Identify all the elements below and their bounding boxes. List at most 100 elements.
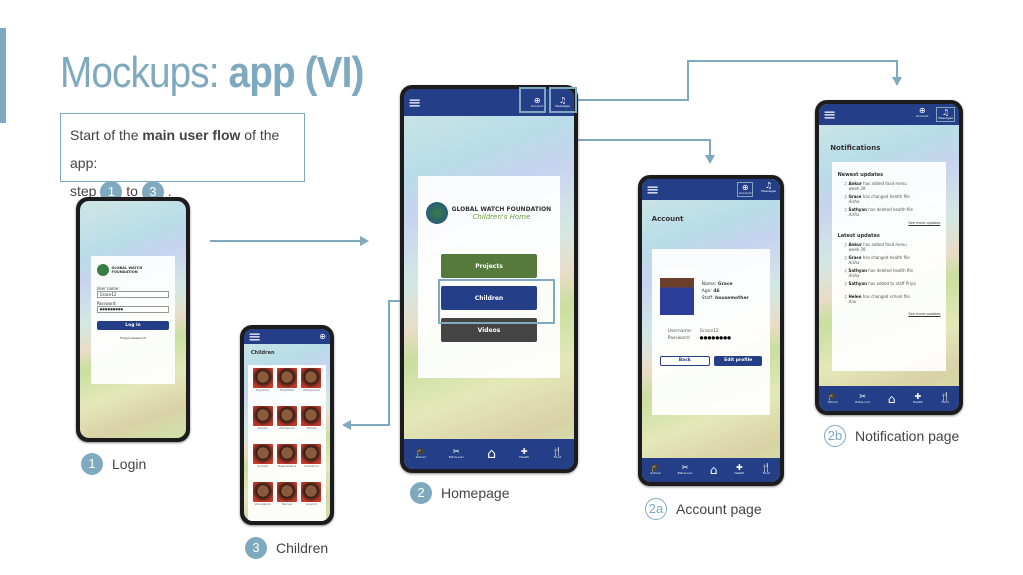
account-icon[interactable]: ⊕Account (531, 95, 544, 108)
login-button[interactable]: Log in (96, 320, 170, 330)
child-name: Aishwarya (279, 426, 295, 431)
child-name: Sumati (257, 464, 268, 469)
flow-line (896, 60, 898, 78)
org-name: GLOBAL WATCH FOUNDATION (451, 205, 552, 213)
nav-extra-curr[interactable]: ✂Extra-curr (855, 392, 871, 405)
child-tile[interactable]: Subashini (300, 444, 322, 480)
child-tile[interactable]: Malayarasi (300, 368, 322, 404)
notification-item[interactable]: ♫ Sathyan has added to staff Priya (843, 281, 916, 287)
menu-icon[interactable]: ≡ (823, 105, 837, 125)
child-photo (277, 368, 297, 389)
nav-home-icon[interactable]: ⌂ (709, 462, 718, 477)
bell-icon: ♫ (843, 255, 849, 261)
notifications-title: Notifications (830, 143, 881, 152)
see-more-newest-link[interactable]: See more updates (908, 221, 941, 226)
flow-line (388, 300, 390, 426)
child-tile[interactable]: Thisha (300, 406, 322, 442)
child-tile[interactable]: Ramya (276, 482, 298, 518)
forgot-password-link[interactable]: Forgot password? (119, 335, 147, 340)
messages-bell-icon[interactable]: ♫Messages (761, 181, 776, 194)
password-label: Password: (96, 300, 117, 306)
account-highlight (519, 87, 546, 113)
child-name: Sobika (257, 426, 268, 431)
account-phone: ≡ ⊕Account♫Messages Account Name: Grace … (638, 175, 784, 486)
account-icon[interactable]: ⊕ (319, 331, 326, 341)
top-bar: ≡ ⊕Account ♫Messages (642, 179, 780, 201)
child-tile[interactable]: Preethika (276, 368, 298, 404)
nav-home-icon[interactable]: ⌂ (487, 445, 496, 462)
child-tile[interactable]: Sumati (251, 444, 273, 480)
bottom-nav: 🎓School ✂Extra-curr ⌂ ✚Health 🍴Food (404, 438, 574, 469)
globe-logo-icon (96, 263, 109, 276)
nav-food[interactable]: 🍴Food (552, 447, 563, 460)
notifications-phone: ≡ ⊕Account♫Messages Notifications Newest… (815, 100, 963, 415)
account-card: Name: Grace Age: 46 Staff: housemother U… (651, 248, 771, 416)
nav-health[interactable]: ✚Health (912, 392, 923, 405)
password-input[interactable]: ●●●●●●●●● (96, 305, 170, 313)
bell-icon: ♫ (843, 268, 849, 274)
child-tile[interactable]: Aishwarya (276, 406, 298, 442)
messages-bell-icon[interactable]: ♫Messages (936, 107, 955, 123)
nav-extra-curr[interactable]: ✂Extra-curr (677, 463, 693, 476)
child-tile[interactable]: Anandi (300, 482, 322, 518)
nav-health[interactable]: ✚Health (734, 463, 745, 476)
child-photo (252, 368, 273, 389)
account-icon[interactable]: ⊕Account (916, 106, 929, 119)
nav-extra-curr[interactable]: ✂Extra-curr (448, 447, 464, 460)
nav-school[interactable]: 🎓School (415, 447, 426, 460)
nav-home-icon[interactable]: ⌂ (887, 391, 896, 406)
child-photo (301, 444, 322, 465)
child-tile[interactable]: Priyanka (251, 368, 273, 404)
child-name: Priyanka (256, 388, 269, 393)
bell-icon: ♫ (843, 281, 849, 287)
arrowhead (360, 236, 369, 246)
intro-box: Start of the main user flow of the app: … (60, 113, 305, 204)
org-subtitle: Children's Home (472, 212, 531, 221)
messages-highlight (549, 87, 577, 113)
child-name: Subashini (304, 464, 319, 469)
menu-icon[interactable]: ≡ (646, 180, 660, 200)
child-photo (252, 406, 273, 427)
nav-food[interactable]: 🍴Food (761, 463, 772, 476)
username-input[interactable]: Grace12 (96, 290, 170, 298)
menu-icon[interactable]: ≡ (408, 92, 422, 112)
flow-arrow-home-notifications (577, 99, 689, 101)
projects-button[interactable]: Projects (440, 254, 538, 279)
children-highlight (438, 279, 555, 324)
nav-health[interactable]: ✚Health (519, 447, 530, 460)
child-name: Preethika (279, 388, 295, 393)
account-icon[interactable]: ⊕Account (737, 182, 754, 198)
edit-profile-button[interactable]: Edit profile (714, 355, 763, 366)
back-button[interactable]: Back (659, 355, 710, 366)
messages-bell-icon[interactable]: ♫Messages (555, 95, 570, 108)
child-name: Thisha (306, 426, 317, 431)
child-name: Vanajakshi (254, 502, 271, 507)
child-photo (301, 368, 322, 389)
nav-school[interactable]: 🎓School (650, 463, 661, 476)
child-photo (277, 406, 297, 427)
children-title: Children (250, 350, 275, 357)
nav-school[interactable]: 🎓School (827, 392, 838, 405)
child-tile[interactable]: Vanajakshi (251, 482, 273, 518)
child-tile[interactable]: Sobika (251, 406, 273, 442)
child-photo (277, 482, 297, 503)
child-tile[interactable]: Rajarathana (276, 444, 298, 480)
menu-icon[interactable]: ≡ (248, 329, 262, 347)
username-value: Grace12 (699, 328, 719, 334)
flow-arrow-login-home (210, 240, 365, 242)
password-value: ●●●●●●●● (699, 335, 732, 341)
nav-food[interactable]: 🍴Food (940, 392, 951, 405)
see-more-latest-link[interactable]: See more updates (908, 312, 941, 317)
children-button[interactable]: Children (440, 286, 538, 311)
